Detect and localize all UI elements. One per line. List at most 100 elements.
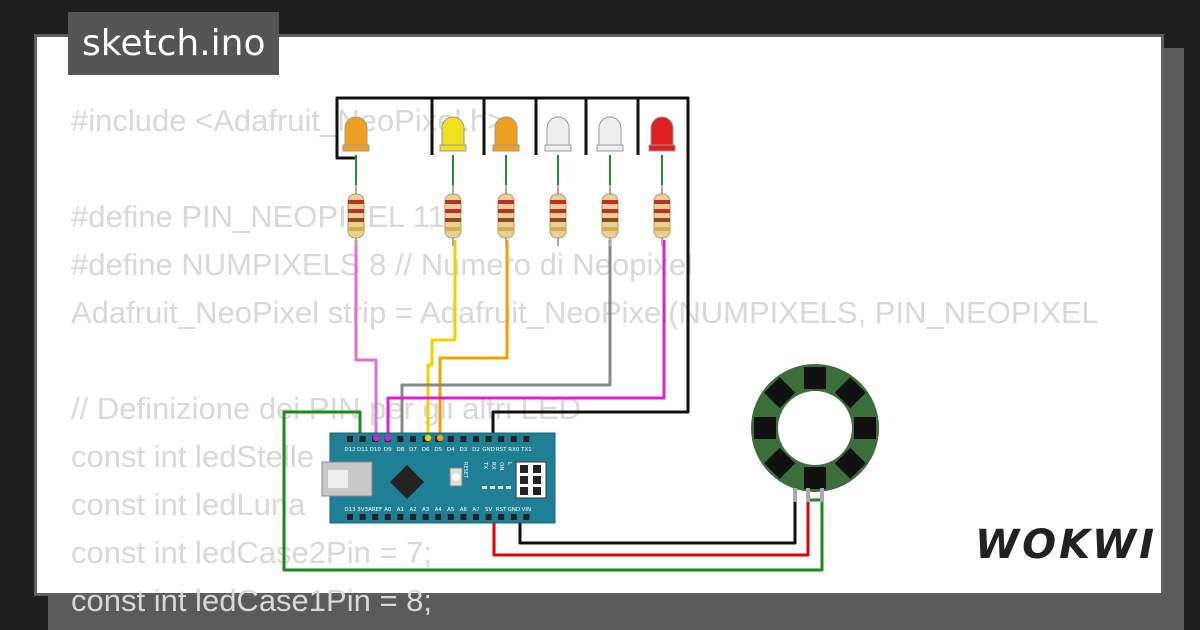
resistor bbox=[549, 185, 567, 246]
pin-label-bottom: VIN bbox=[522, 507, 532, 513]
pin-bottom bbox=[498, 514, 505, 520]
pin-connection bbox=[372, 434, 380, 442]
led-base bbox=[492, 144, 520, 152]
pin-label-top: D5 bbox=[434, 447, 442, 453]
pin-bottom bbox=[347, 514, 353, 520]
code-line: const int ledStelle bbox=[71, 439, 314, 474]
mcu-chip bbox=[390, 465, 424, 499]
pin-label-top: D9 bbox=[384, 447, 392, 453]
pin-bottom bbox=[523, 514, 530, 520]
pin-label-top: GND bbox=[482, 447, 495, 453]
led-body bbox=[494, 116, 518, 148]
pin-bottom bbox=[435, 514, 442, 520]
pin-label-bottom: A2 bbox=[409, 507, 416, 513]
board-led-label: L bbox=[506, 462, 512, 466]
icsp-pin bbox=[520, 476, 528, 484]
resistor-band bbox=[498, 227, 514, 231]
neopixel bbox=[834, 447, 866, 479]
wire-magenta bbox=[386, 240, 666, 438]
pin-top bbox=[359, 436, 366, 442]
led-base bbox=[439, 144, 467, 152]
resistor-band bbox=[602, 227, 618, 231]
wire-yellow bbox=[426, 240, 457, 438]
resistor-band bbox=[550, 227, 566, 231]
pin-top bbox=[397, 436, 404, 442]
pin-bottom bbox=[397, 514, 404, 520]
pin-label-top: D7 bbox=[409, 447, 417, 453]
resistor-band bbox=[498, 218, 514, 222]
pin-label-top: D4 bbox=[447, 447, 455, 453]
pin-label-bottom: A6 bbox=[460, 507, 468, 513]
pin-label-top: D8 bbox=[397, 447, 405, 453]
resistor-band bbox=[654, 227, 670, 231]
led-base bbox=[342, 144, 370, 152]
resistor-band bbox=[602, 200, 618, 204]
pin-top bbox=[473, 436, 479, 442]
resistor-band bbox=[445, 200, 461, 204]
led-base bbox=[648, 144, 676, 152]
led-orange-0 bbox=[342, 116, 370, 152]
pin-top bbox=[460, 436, 467, 442]
resistor-band bbox=[498, 200, 514, 204]
resistor-band bbox=[550, 209, 566, 213]
led-orange-2 bbox=[492, 116, 520, 152]
resistor-band bbox=[550, 218, 566, 222]
usb-port bbox=[328, 470, 348, 488]
pin-label-bottom: A1 bbox=[397, 507, 404, 513]
resistor-band bbox=[348, 227, 364, 231]
resistor-band bbox=[445, 227, 461, 231]
resistor-band bbox=[654, 200, 670, 204]
ring-hole bbox=[778, 391, 852, 465]
neopixel bbox=[854, 417, 876, 439]
neopixel bbox=[834, 377, 866, 409]
pin-bottom bbox=[359, 514, 366, 520]
reset-label: RESET bbox=[462, 462, 468, 479]
led-body bbox=[441, 116, 465, 148]
code-line: #define NUMPIXELS 8 // Numero di Neopixe… bbox=[71, 247, 694, 282]
pin-bottom bbox=[447, 514, 454, 520]
pin-top bbox=[523, 436, 530, 442]
ring-pin bbox=[806, 488, 810, 502]
led-white-3 bbox=[544, 116, 572, 152]
pin-top bbox=[410, 436, 416, 442]
pin-label-bottom: RST bbox=[496, 507, 507, 513]
resistor-band bbox=[602, 218, 618, 222]
board-led-label: ON bbox=[498, 462, 504, 470]
pin-label-top: D6 bbox=[422, 447, 430, 453]
board-led bbox=[490, 486, 495, 489]
neopixel-ring bbox=[751, 364, 879, 502]
resistor bbox=[497, 185, 515, 246]
resistor-band bbox=[550, 200, 566, 204]
led-body bbox=[546, 116, 570, 148]
led-body bbox=[344, 116, 368, 148]
icsp-pin bbox=[533, 476, 541, 484]
pin-bottom bbox=[510, 514, 517, 520]
led-base bbox=[544, 144, 572, 152]
pin-label-top: D11 bbox=[357, 447, 368, 453]
resistor bbox=[601, 185, 619, 246]
pin-label-bottom: A5 bbox=[447, 507, 455, 513]
wokwi-logo: WOKWI bbox=[975, 522, 1158, 568]
ring-pin bbox=[793, 488, 797, 502]
led-body bbox=[650, 116, 674, 148]
board-led bbox=[482, 486, 487, 489]
resistor-band bbox=[348, 209, 364, 213]
ring-ground-wire bbox=[518, 500, 797, 545]
pin-top bbox=[510, 436, 517, 442]
code-line: #define PIN_NEOPIXEL 11 bbox=[71, 199, 445, 234]
icsp-pin bbox=[520, 487, 528, 495]
resistor-band bbox=[348, 218, 364, 222]
pin-bottom bbox=[422, 514, 429, 520]
ground-wire bbox=[335, 96, 690, 438]
pin-bottom bbox=[460, 514, 467, 520]
pin-label-bottom: D13 bbox=[344, 507, 356, 513]
sketch-title: sketch.ino bbox=[68, 12, 280, 75]
icsp-pin bbox=[520, 465, 528, 473]
led-yellow-1 bbox=[439, 116, 467, 152]
resistor bbox=[347, 185, 365, 246]
pin-connection bbox=[436, 434, 444, 442]
pin-top bbox=[485, 436, 492, 442]
pin-label-bottom: AREF bbox=[368, 507, 382, 513]
resistor-band bbox=[602, 209, 618, 213]
